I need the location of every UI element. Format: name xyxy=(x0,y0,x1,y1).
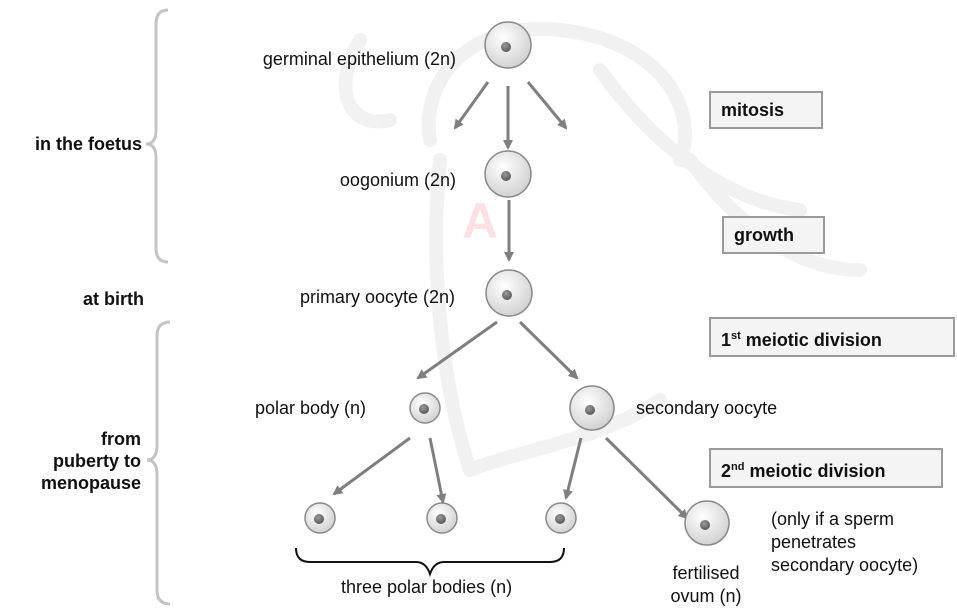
cell-polar-body-3 xyxy=(546,503,576,533)
process-box-growth: growth xyxy=(722,216,825,254)
label-fertilised-line-1: fertilised xyxy=(656,562,756,585)
cell-polar-body-1 xyxy=(305,503,335,533)
period-puberty-line-2: puberty to xyxy=(0,450,141,472)
brace-puberty xyxy=(147,322,170,604)
meiosis1-text: meiotic division xyxy=(741,330,882,350)
label-fertilised-ovum: fertilised ovum (n) xyxy=(656,562,756,608)
arrow-polar-right xyxy=(430,438,443,502)
process-box-mitosis: mitosis xyxy=(709,91,823,129)
arrow-meiosis1-right xyxy=(520,322,577,378)
label-polar-body: polar body (n) xyxy=(255,398,366,418)
meiosis2-text: meiotic division xyxy=(744,461,885,481)
label-primary-oocyte: primary oocyte (2n) xyxy=(300,287,455,307)
label-three-polar-bodies: three polar bodies (n) xyxy=(341,577,512,597)
period-puberty: from puberty to menopause xyxy=(0,428,141,494)
meiosis2-ordinal: 2 xyxy=(721,461,731,481)
label-fertilised-line-2: ovum (n) xyxy=(656,585,756,608)
arrow-polar-left xyxy=(334,438,410,494)
note-line-1: (only if a sperm xyxy=(771,508,918,531)
note-line-3: secondary oocyte) xyxy=(771,554,918,577)
meiosis2-suffix: nd xyxy=(731,461,744,473)
watermark-letter: A xyxy=(462,193,498,249)
cell-secondary-oocyte xyxy=(570,386,614,430)
arrow-meiosis1-left xyxy=(418,322,497,378)
cell-germinal xyxy=(485,22,531,68)
label-oogonium: oogonium (2n) xyxy=(340,170,456,190)
period-birth: at birth xyxy=(0,288,144,310)
cell-polar-body xyxy=(410,393,440,423)
cell-oogonium xyxy=(485,151,531,197)
cell-primary-oocyte xyxy=(486,270,532,316)
arrow-mitosis-left xyxy=(455,82,488,128)
period-puberty-line-3: menopause xyxy=(0,472,141,494)
process-box-meiosis-1: 1st meiotic division xyxy=(709,317,955,357)
meiosis1-suffix: st xyxy=(731,330,741,342)
process-box-meiosis-2: 2nd meiotic division xyxy=(709,448,943,488)
brace-three-polar-bodies xyxy=(296,548,564,574)
brace-foetus xyxy=(146,10,168,262)
arrow-mitosis-right xyxy=(528,82,566,128)
cell-polar-body-2 xyxy=(427,503,457,533)
label-secondary-oocyte: secondary oocyte xyxy=(636,398,777,418)
cell-fertilised-ovum xyxy=(685,501,729,545)
note-sperm-condition: (only if a sperm penetrates secondary oo… xyxy=(771,508,918,577)
period-puberty-line-1: from xyxy=(0,428,141,450)
label-germinal-epithelium: germinal epithelium (2n) xyxy=(263,49,456,69)
meiosis1-ordinal: 1 xyxy=(721,330,731,350)
period-foetus: in the foetus xyxy=(0,133,142,155)
note-line-2: penetrates xyxy=(771,531,918,554)
arrow-secondary-right xyxy=(606,438,687,518)
